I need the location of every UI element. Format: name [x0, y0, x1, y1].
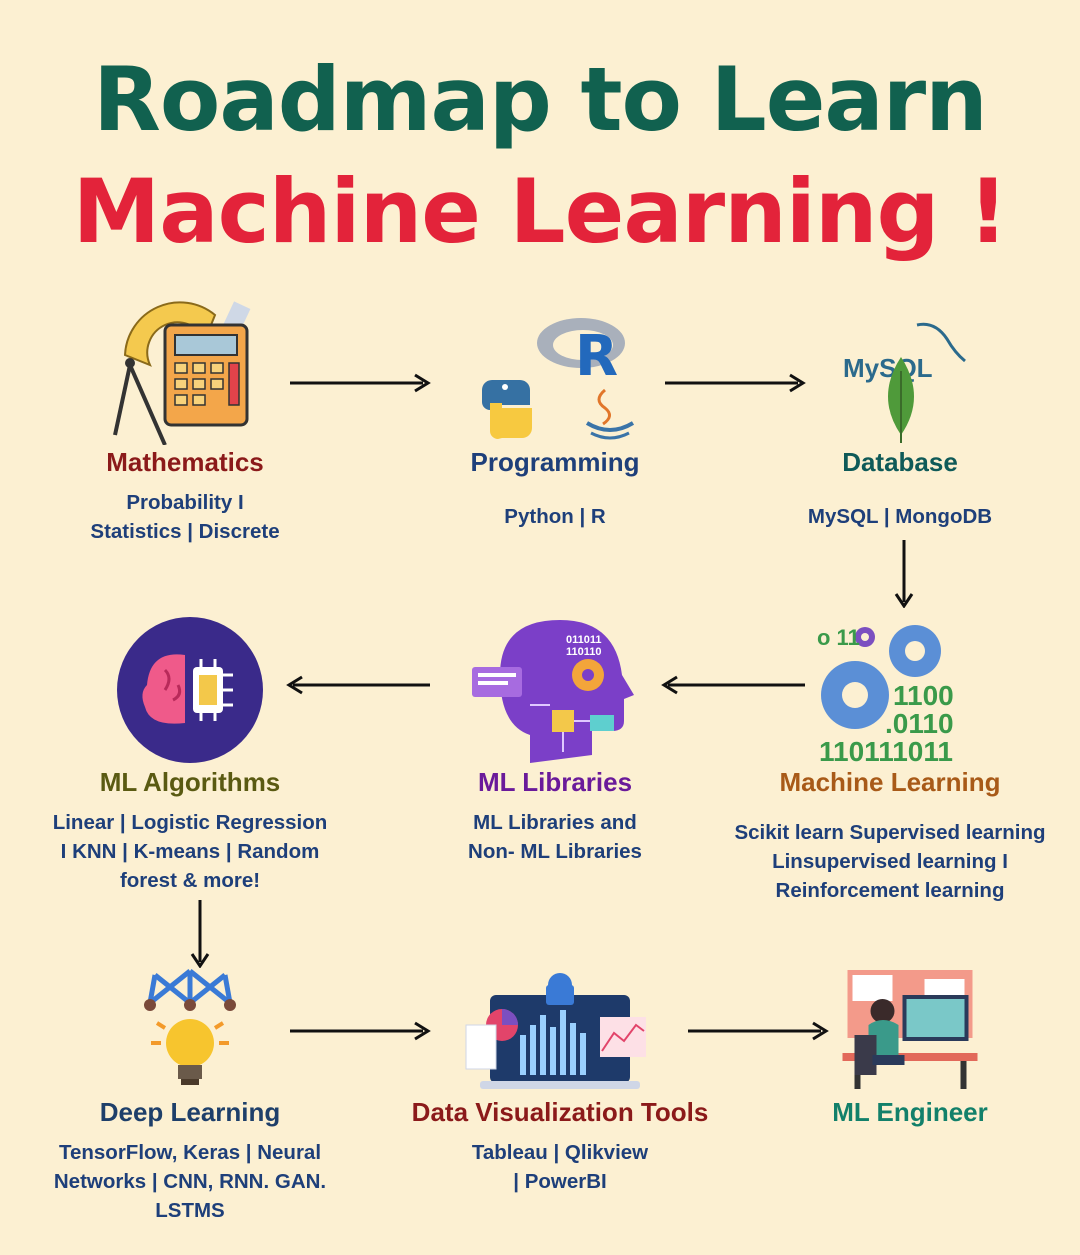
step-machine-learning: o 11 1100 .0110 110111011 Machine Learni… — [705, 610, 1075, 910]
step-desc-line: I KNN | K-means | Random — [60, 840, 320, 863]
step-ml-libraries: 011011 110110 ML Libraries ML Libraries … — [405, 610, 705, 880]
step-programming: R Programming Python | R — [405, 290, 705, 550]
step-desc-line: Reinforcement learning — [775, 879, 1005, 902]
programming-languages-icon: R — [475, 315, 635, 445]
step-name: Database — [842, 447, 958, 477]
step-desc-line: MySQL | MongoDB — [807, 505, 993, 528]
step-desc-line: Linsupervised learning I — [772, 850, 1008, 873]
arrow-right-icon — [290, 1020, 435, 1042]
step-name: ML Libraries — [477, 767, 633, 797]
arrow-right-icon — [665, 372, 810, 394]
step-name: Programming — [470, 447, 640, 477]
neural-bulb-icon — [135, 965, 245, 1090]
step-desc-line: Linear | Logistic Regression — [52, 811, 328, 834]
binary-row: o 11 — [817, 625, 860, 650]
step-name: Deep Learning — [99, 1097, 281, 1127]
title-line-1: Roadmap to Learn — [93, 48, 988, 151]
step-name: ML Engineer — [832, 1097, 988, 1127]
step-desc-line: Scikit learn Supervised learning — [734, 821, 1046, 844]
step-desc-line: Tableau | Qlikview — [471, 1141, 649, 1164]
dashboard-icon — [460, 965, 660, 1090]
database-logos-icon: MySQL — [825, 315, 975, 445]
step-desc-line: LSTMS — [155, 1199, 225, 1222]
step-desc-line: Statistics | Discrete — [90, 520, 280, 543]
step-name: ML Algorithms — [99, 767, 281, 797]
arrow-right-icon — [688, 1020, 833, 1042]
r-logo-text: R — [575, 324, 618, 389]
step-desc-line: Networks | CNN, RNN. GAN. — [53, 1170, 327, 1193]
step-name: Data Visualization Tools — [411, 1097, 709, 1127]
step-desc-line: Probability I — [126, 491, 244, 514]
step-desc-line: ML Libraries and — [473, 811, 637, 834]
step-desc-line: Python | R — [504, 505, 606, 528]
step-data-visualization: Data Visualization Tools Tableau | Qlikv… — [375, 940, 745, 1210]
gears-binary-icon: o 11 1100 .0110 110111011 — [815, 615, 965, 765]
title-line-2: Machine Learning ! — [72, 160, 1009, 263]
chip-binary: 110110 — [566, 646, 602, 658]
brain-chip-icon — [115, 615, 265, 765]
mysql-logo-text: MySQL — [843, 353, 933, 383]
arrow-left-icon — [285, 674, 430, 696]
step-desc-line: Non- ML Libraries — [468, 840, 642, 863]
arrow-down-icon — [189, 900, 211, 968]
engineer-desk-icon — [842, 965, 978, 1090]
arrow-down-icon — [893, 540, 915, 608]
step-desc-line: forest & more! — [119, 869, 261, 892]
binary-row: .0110 — [885, 708, 954, 739]
chip-binary: 011011 — [566, 634, 602, 646]
binary-row: 1100 — [893, 680, 954, 711]
step-name: Mathematics — [106, 447, 264, 477]
step-desc-line: TensorFlow, Keras | Neural — [58, 1141, 322, 1164]
step-ml-algorithms: ML Algorithms Linear | Logistic Regressi… — [25, 610, 355, 900]
step-database: MySQL Database MySQL | MongoDB — [745, 290, 1055, 550]
step-name: Machine Learning — [779, 767, 1001, 797]
arrow-left-icon — [660, 674, 805, 696]
arrow-right-icon — [290, 372, 435, 394]
binary-row: 110111011 — [819, 736, 953, 765]
step-mathematics: Mathematics Probability I Statistics | D… — [35, 290, 335, 550]
calculator-icon — [105, 295, 265, 445]
step-deep-learning: Deep Learning TensorFlow, Keras | Neural… — [35, 940, 345, 1230]
step-ml-engineer: ML Engineer — [775, 940, 1045, 1140]
step-desc-line: | PowerBI — [513, 1170, 607, 1193]
ai-head-icon: 011011 110110 — [470, 615, 640, 765]
